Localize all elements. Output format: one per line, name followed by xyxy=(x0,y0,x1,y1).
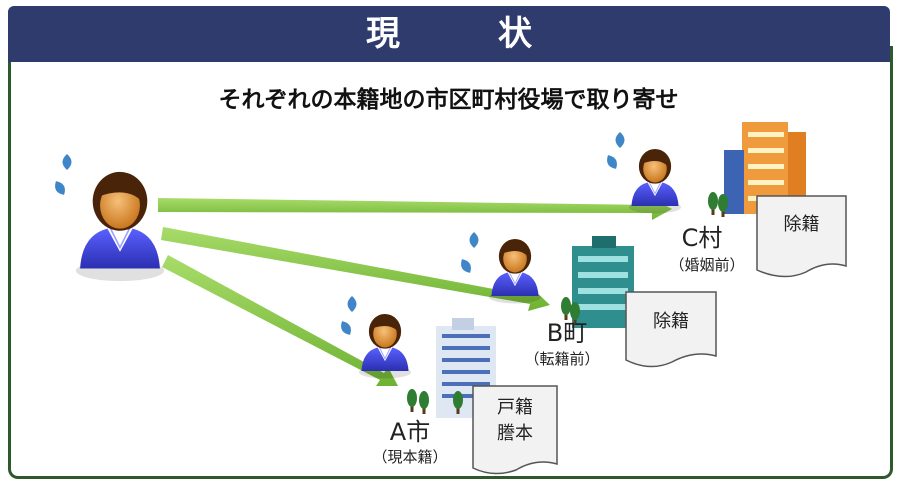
content-frame xyxy=(8,46,893,479)
sweat-drop-icon xyxy=(469,232,479,248)
office-a-label: A市 xyxy=(389,418,431,446)
document-icon xyxy=(472,385,558,475)
office-b-note: （転籍前） xyxy=(524,350,600,368)
clerk-c-person-icon xyxy=(628,148,682,214)
office-b-document-label: 除籍 xyxy=(653,311,689,332)
arrow-to-b xyxy=(161,227,550,311)
office-c-document-label: 除籍 xyxy=(783,214,820,235)
sweat-drop-icon xyxy=(62,154,72,170)
clerk-a-person-icon xyxy=(358,313,412,379)
building-icon xyxy=(572,236,634,328)
subtitle: それぞれの本籍地の市区町村役場で取り寄せ xyxy=(218,87,679,113)
sweat-drop-icon xyxy=(338,318,354,338)
clerk-b-person-icon xyxy=(488,238,542,304)
tree-icon xyxy=(708,192,718,215)
page-title: 現 状 xyxy=(366,14,564,54)
office-a-note: （現本籍） xyxy=(372,448,448,466)
office-c-note: （婚姻前） xyxy=(669,256,745,274)
document-icon xyxy=(756,195,847,278)
sweat-drop-icon xyxy=(458,256,474,276)
document-icon xyxy=(625,291,717,368)
sweat-drop-icon xyxy=(52,178,68,198)
header-banner: 現 状 xyxy=(8,6,890,62)
sweat-drop-icon xyxy=(615,132,625,148)
sweat-drop-icon xyxy=(347,296,357,312)
arrow-to-a xyxy=(162,255,398,386)
office-a-document-line1: 戸籍 xyxy=(497,397,533,418)
requester-person-icon xyxy=(75,171,165,282)
sweat-drop-icon xyxy=(604,152,620,172)
tree-icon xyxy=(419,391,429,414)
office-c-label: C村 xyxy=(681,224,723,252)
office-b-label: B町 xyxy=(546,319,588,347)
office-a-document-label: 戸籍 謄本 xyxy=(473,395,557,447)
tree-icon xyxy=(407,389,417,412)
arrow-to-c xyxy=(158,198,672,220)
office-a-document-line2: 謄本 xyxy=(497,423,533,444)
